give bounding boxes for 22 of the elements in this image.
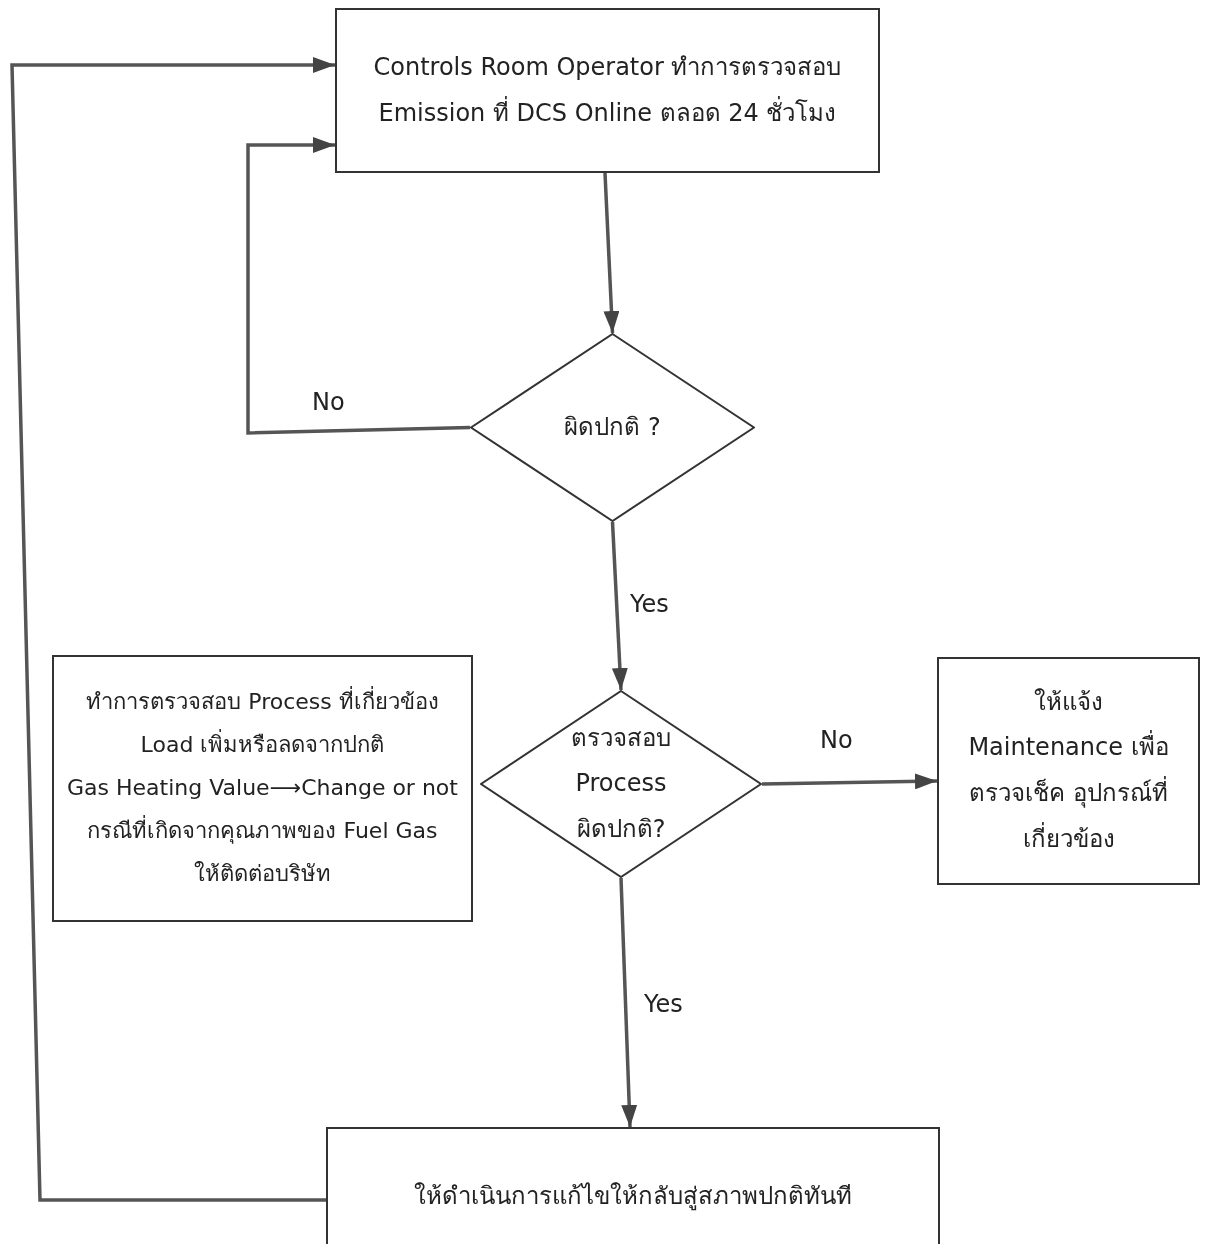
decision-text: ตรวจสอบ Process ผิดปกติ? xyxy=(570,722,672,845)
arrow xyxy=(10,57,335,1202)
step-text: Gas Heating Value⟶Change or not xyxy=(67,774,458,803)
process-box xyxy=(335,8,880,173)
step-text: ให้ดำเนินการแก้ไขให้กลับสู่สภาพปกติทันที xyxy=(413,1181,853,1213)
arrow xyxy=(761,773,938,790)
process-box xyxy=(326,1127,940,1244)
arrow xyxy=(610,521,628,691)
arrow xyxy=(246,137,471,435)
arrow xyxy=(619,877,638,1128)
arrow xyxy=(603,172,620,334)
step-text: Load เพิ่มหรือลดจากปกติ xyxy=(140,724,385,768)
step-text: Controls Room Operator ทำการตรวจสอบ Emission ที่ DCS Online ตลอด 24 ชั่วโมง xyxy=(372,51,843,129)
process-box xyxy=(937,657,1200,885)
step-text: กรณีที่เกิดจากคุณภาพของ Fuel Gas xyxy=(87,814,438,846)
note-box xyxy=(52,655,473,922)
step-text: ให้ติดต่อบริษัท xyxy=(194,859,331,888)
step-text: ทำการตรวจสอบ Process ที่เกี่ยวข้อง xyxy=(86,681,439,725)
decision-diamond xyxy=(480,690,762,878)
decision-diamond xyxy=(470,333,755,522)
decision-text: ผิดปกติ ? xyxy=(563,411,662,443)
step-text: ให้แจ้ง Maintenance เพื่อตรวจเช็ค อุปกรณ์ที่เกี่ยวข้อง xyxy=(967,686,1170,855)
